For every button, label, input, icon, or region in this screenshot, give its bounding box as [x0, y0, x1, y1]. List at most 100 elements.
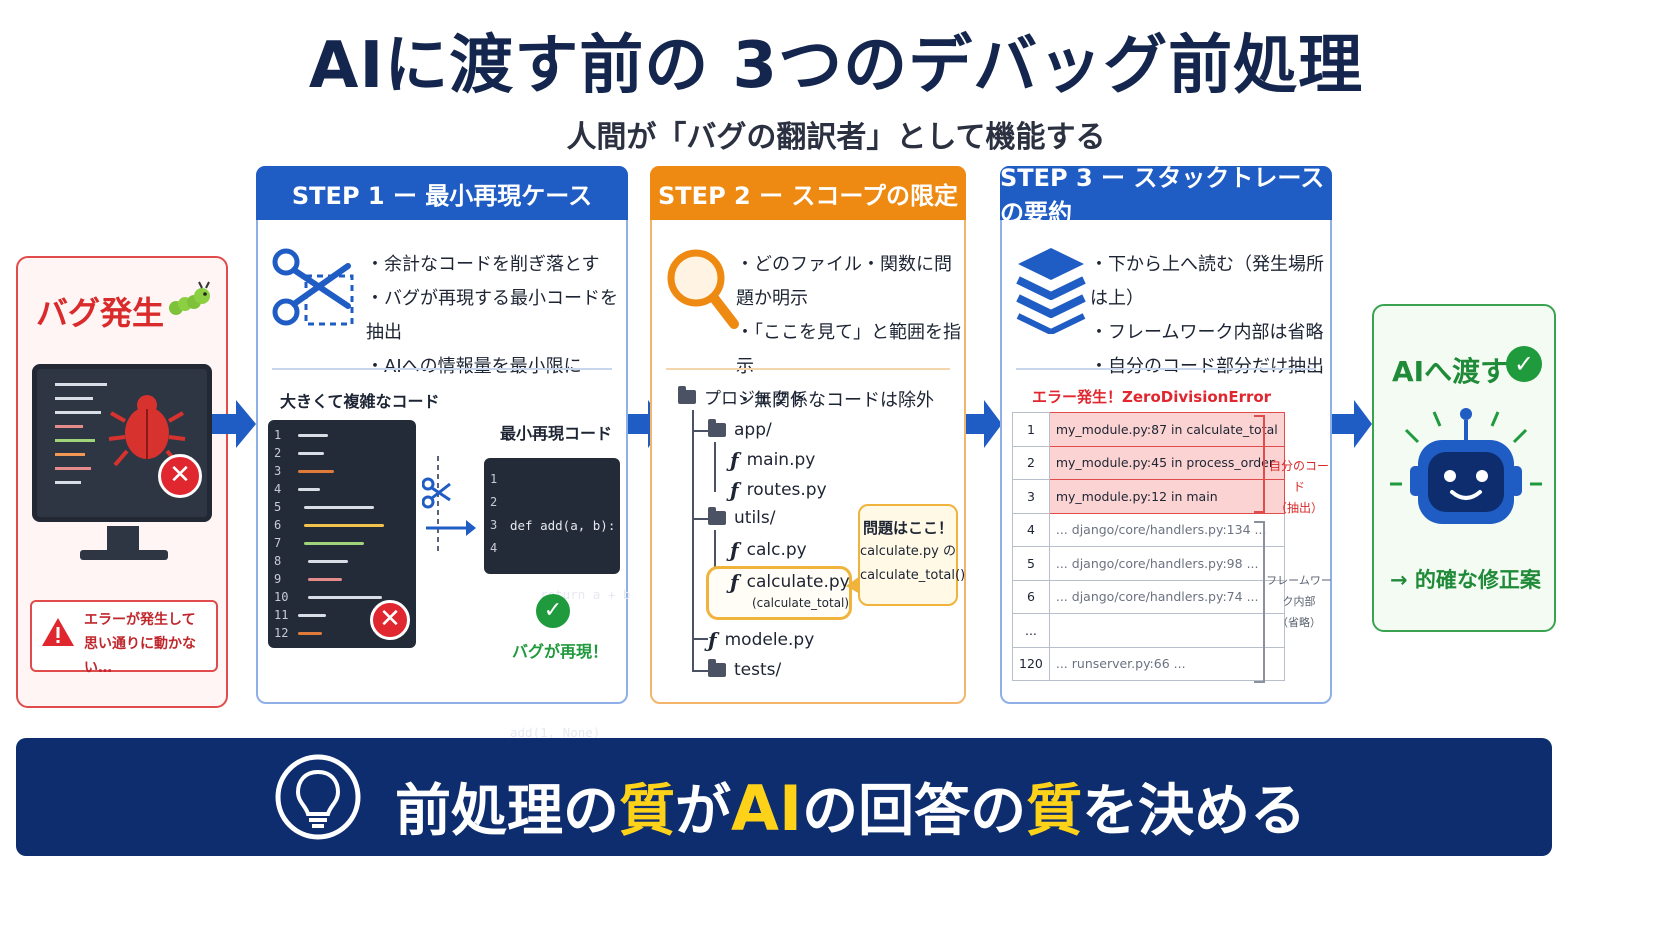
callout-line: calculate.py の — [860, 544, 956, 559]
step3-bullet: 自分のコード部分だけ抽出 — [1090, 350, 1330, 384]
folder-icon — [708, 419, 726, 437]
code-line: add(1, None) — [510, 725, 601, 740]
trace-row-number: 6 — [1012, 579, 1050, 614]
tree-root: プロジェクト — [678, 384, 806, 409]
monitor-icon — [32, 364, 212, 522]
complex-code-label: 大きくて複雑なコード — [280, 392, 440, 411]
trace-row: 4... django/core/handlers.py:134 ... — [1012, 512, 1285, 547]
step1-header: STEP 1 ー 最小再現ケース — [256, 166, 628, 220]
folder-icon — [708, 507, 726, 525]
page-subtitle: 人間が「バグの翻訳者」として機能する — [566, 120, 1106, 155]
trace-row-text — [1048, 613, 1285, 648]
step1-bullet: バグが再現する最小コードを抽出 — [366, 282, 626, 350]
lightbulb-icon — [275, 754, 361, 840]
arrow-right-icon — [1332, 400, 1372, 448]
ai-result-text: → 的確な修正案 — [1390, 568, 1541, 592]
caterpillar-icon — [169, 281, 210, 315]
layers-icon — [1016, 248, 1086, 334]
highlighted-file — [706, 566, 852, 620]
trace-row-number: 120 — [1012, 646, 1050, 681]
warning-line2: 思い通りに動かない… — [84, 636, 196, 676]
trace-row-number: 2 — [1012, 445, 1050, 480]
trace-row-text: ... django/core/handlers.py:134 ... — [1048, 512, 1285, 547]
ai-handoff-box: AIへ渡す ✓ → 的確な修正案 — [1372, 304, 1556, 632]
trace-row-text: my_module.py:87 in calculate_total — [1048, 412, 1285, 447]
framework-label: フレームワーク内部（省略） — [1266, 574, 1332, 629]
check-icon: ✓ — [1506, 346, 1542, 382]
tree-folder-utils: utils/ — [708, 507, 775, 528]
code-line: return a + b — [510, 587, 631, 602]
conclusion-banner — [16, 738, 1552, 856]
trace-row-number: 3 — [1012, 479, 1050, 514]
trace-row-text: my_module.py:45 in process_order — [1048, 445, 1285, 480]
arrow-right-icon — [964, 400, 1002, 448]
own-code-label: 自分のコード（抽出） — [1268, 459, 1329, 515]
step2-bullet: 無関係なコードは除外 — [736, 384, 964, 418]
callout-line: calculate_total() — [860, 568, 966, 583]
step3-bullet: 下から上へ読む（発生場所は上） — [1090, 248, 1330, 316]
step1-bullet: AIへの情報量を最小限に — [366, 350, 626, 384]
trace-row: 6... django/core/handlers.py:74 ... — [1012, 579, 1285, 614]
framework-bracket — [1254, 521, 1265, 683]
function-icon: ƒ — [730, 448, 739, 472]
function-icon: ƒ — [730, 570, 739, 594]
own-code-bracket — [1254, 415, 1265, 513]
folder-icon — [708, 659, 726, 677]
step1-bullet: 余計なコードを削ぎ落とす — [366, 248, 626, 282]
trace-row-number: 4 — [1012, 512, 1050, 547]
robot-icon — [1390, 408, 1542, 524]
step2-bullet: 「ここを見て」と範囲を指示 — [736, 316, 964, 384]
step2-bullet: どのファイル・関数に問題か明示 — [736, 248, 964, 316]
warning-box: エラーが発生して 思い通りに動かない… — [30, 600, 218, 676]
step3-header: STEP 3 ー スタックトレースの要約 — [1000, 164, 1332, 227]
divider — [1016, 368, 1316, 370]
trace-row: 120... runserver.py:66 ... — [1012, 646, 1285, 681]
tree-folder-tests: tests/ — [708, 659, 781, 680]
divider — [272, 368, 612, 370]
cut-arrow-icon — [422, 456, 476, 552]
trace-row-text: ... runserver.py:66 ... — [1048, 646, 1285, 681]
step2-card: STEP 2 ー スコープの限定 どのファイル・関数に問題か明示 「ここを見て」… — [650, 166, 966, 704]
check-icon: ✓ — [536, 594, 570, 628]
page-title: AIに渡す前の 3つのデバッグ前処理 — [308, 29, 1364, 103]
code-line: def add(a, b): — [510, 518, 616, 533]
function-icon: ƒ — [730, 478, 739, 502]
tree-folder-app: app/ — [708, 419, 772, 440]
trace-row-number: 1 — [1012, 412, 1050, 447]
function-icon: ƒ — [708, 628, 717, 652]
banner-message: 前処理の質がAIの回答の質を決める — [395, 772, 1307, 845]
callout-title: 問題はここ！ — [862, 519, 953, 537]
error-x-icon: ✕ — [370, 600, 410, 640]
trace-row-text: ... django/core/handlers.py:74 ... — [1048, 579, 1285, 614]
problem-callout: 問題はここ！ calculate.py の calculate_total() — [858, 504, 966, 606]
trace-row-number: 5 — [1012, 546, 1050, 581]
magnifier-icon — [667, 249, 739, 329]
warning-icon — [42, 618, 74, 646]
step2-header: STEP 2 ー スコープの限定 — [650, 166, 966, 220]
error-x-icon: ✕ — [158, 454, 202, 498]
bug-occurred-box: バグ発生 — [16, 256, 228, 708]
step3-bullet: フレームワーク内部は省略 — [1090, 316, 1330, 350]
bug-title: バグ発生 — [36, 294, 165, 332]
error-title: エラー発生！ZeroDivisionError — [1032, 388, 1272, 406]
bug-reproduced-text: バグが再現！ — [512, 642, 609, 661]
function-icon: ƒ — [730, 538, 739, 562]
trace-row-text: my_module.py:12 in main — [1048, 479, 1285, 514]
trace-row-text: ... django/core/handlers.py:98 ... — [1048, 546, 1285, 581]
trace-row: 5... django/core/handlers.py:98 ... — [1012, 546, 1285, 581]
scissors-icon — [272, 248, 354, 326]
monitor-stand — [107, 526, 139, 552]
monitor-base — [80, 550, 168, 560]
trace-row: ... — [1012, 613, 1285, 648]
ai-box-title: AIへ渡す — [1392, 355, 1509, 388]
